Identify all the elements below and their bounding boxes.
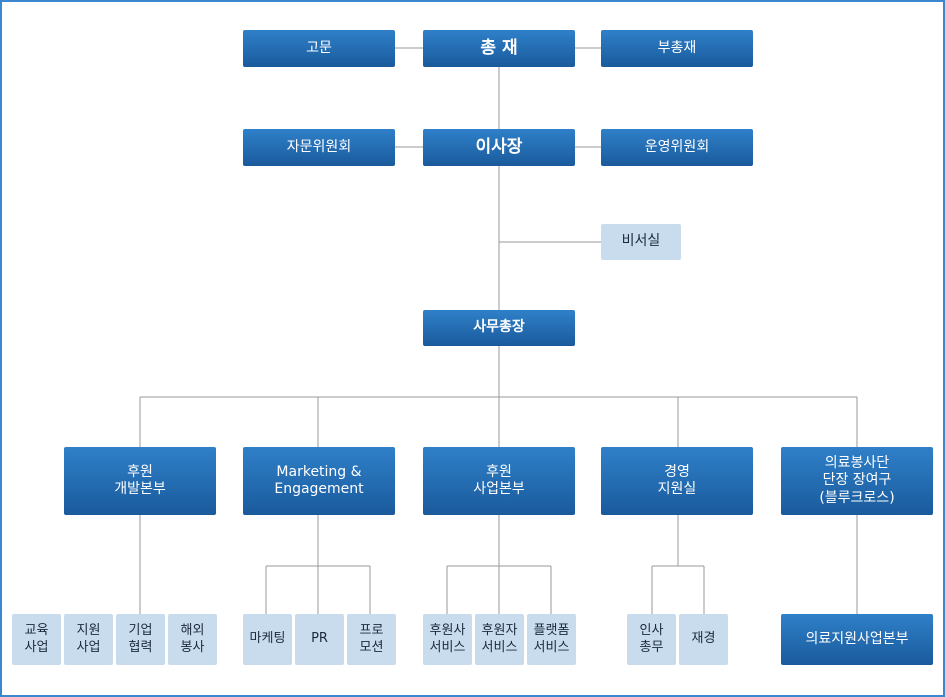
team-corporate: 기업 협력 bbox=[116, 614, 165, 665]
team-medical-support: 의료지원사업본부 bbox=[781, 614, 933, 665]
division-fundraising: 후원 개발본부 bbox=[64, 447, 216, 515]
team-promotion: 프로 모션 bbox=[347, 614, 396, 665]
division-sponsorship-business: 후원 사업본부 bbox=[423, 447, 575, 515]
team-sponsor-service: 후원사 서비스 bbox=[423, 614, 472, 665]
steering-committee-box: 운영위원회 bbox=[601, 129, 753, 166]
secretary-general-box: 사무총장 bbox=[423, 310, 575, 346]
team-finance: 재경 bbox=[679, 614, 728, 665]
chairman-box: 이사장 bbox=[423, 129, 575, 166]
team-overseas: 해외 봉사 bbox=[168, 614, 217, 665]
division-medical-volunteer: 의료봉사단 단장 장여구 (블루크로스) bbox=[781, 447, 933, 515]
team-marketing: 마케팅 bbox=[243, 614, 292, 665]
president-box: 총 재 bbox=[423, 30, 575, 67]
division-management-support: 경영 지원실 bbox=[601, 447, 753, 515]
team-donor-service: 후원자 서비스 bbox=[475, 614, 524, 665]
vice-president-box: 부총재 bbox=[601, 30, 753, 67]
division-marketing: Marketing & Engagement bbox=[243, 447, 395, 515]
team-platform-service: 플랫폼 서비스 bbox=[527, 614, 576, 665]
advisory-committee-box: 자문위원회 bbox=[243, 129, 395, 166]
team-education: 교육 사업 bbox=[12, 614, 61, 665]
secretariat-box: 비서실 bbox=[601, 224, 681, 260]
team-support: 지원 사업 bbox=[64, 614, 113, 665]
team-hr-general: 인사 총무 bbox=[627, 614, 676, 665]
team-pr: PR bbox=[295, 614, 344, 665]
advisor-box: 고문 bbox=[243, 30, 395, 67]
